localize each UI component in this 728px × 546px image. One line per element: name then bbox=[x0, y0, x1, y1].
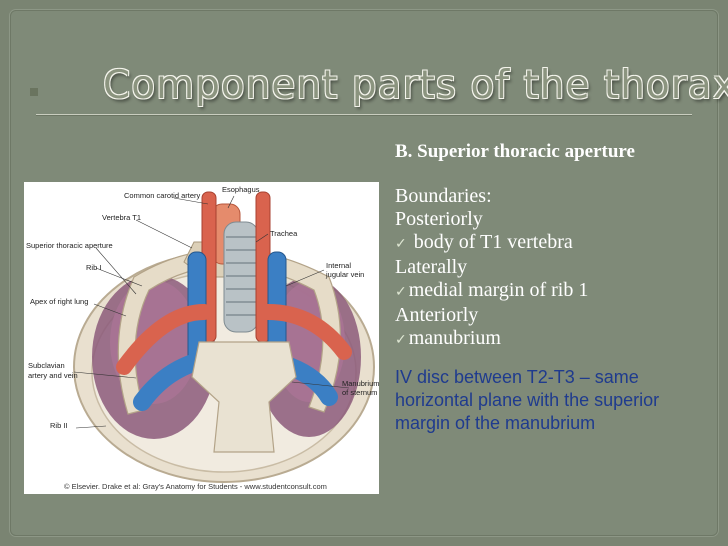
laterally-label: Laterally bbox=[395, 256, 710, 279]
boundaries-label: Boundaries: bbox=[395, 185, 710, 208]
posteriorly-label: Posteriorly bbox=[395, 208, 710, 231]
label-apex-right-lung: Apex of right lung bbox=[30, 297, 88, 306]
label-vertebra-t1: Vertebra T1 bbox=[102, 213, 141, 222]
figure-caption: © Elsevier. Drake et al: Gray's Anatomy … bbox=[64, 482, 327, 491]
line-text: Posteriorly bbox=[395, 208, 483, 230]
anteriorly-label: Anteriorly bbox=[395, 304, 710, 327]
label-rib-1: Rib I bbox=[86, 263, 101, 272]
right-subclavian-artery bbox=[116, 304, 212, 375]
line-text: medial margin of rib 1 bbox=[408, 279, 589, 301]
title-divider bbox=[36, 114, 692, 115]
anatomy-figure: Esophagus Common carotid artery Vertebra… bbox=[24, 182, 379, 494]
label-jugular-vein: jugular vein bbox=[325, 270, 364, 279]
title-bullet bbox=[30, 88, 38, 96]
bullet-t1-vertebra: ✓ body of T1 vertebra bbox=[395, 231, 710, 256]
label-rib-2: Rib II bbox=[50, 421, 68, 430]
label-esophagus: Esophagus bbox=[222, 185, 260, 194]
manubrium bbox=[191, 341, 297, 453]
label-artery-and-vein: artery and vein bbox=[28, 371, 78, 380]
check-icon: ✓ bbox=[395, 236, 407, 252]
anatomy-illustration: Esophagus Common carotid artery Vertebra… bbox=[26, 185, 379, 491]
check-icon: ✓ bbox=[395, 284, 407, 300]
label-common-carotid: Common carotid artery bbox=[124, 191, 201, 200]
line-text: Anteriorly bbox=[395, 304, 479, 326]
line-text: Laterally bbox=[395, 256, 468, 278]
bullet-rib-1: ✓medial margin of rib 1 bbox=[395, 279, 710, 304]
label-trachea: Trachea bbox=[270, 229, 298, 238]
check-icon: ✓ bbox=[395, 332, 407, 348]
slide-title: Component parts of the thorax bbox=[103, 63, 728, 108]
label-manubrium: Manubrium bbox=[342, 379, 379, 388]
line-text: Boundaries: bbox=[395, 185, 492, 207]
left-subclavian-artery bbox=[260, 304, 352, 360]
disc-level-note: IV disc between T2-T3 – same horizontal … bbox=[395, 367, 660, 433]
content-text: B. Superior thoracic aperture Boundaries… bbox=[395, 140, 710, 435]
line-text: body of T1 vertebra bbox=[408, 231, 573, 253]
label-superior-thoracic-aperture: Superior thoracic aperture bbox=[26, 241, 113, 250]
section-heading: B. Superior thoracic aperture bbox=[395, 141, 635, 162]
line-text: manubrium bbox=[408, 327, 501, 349]
right-subclavian-vein bbox=[133, 353, 205, 411]
bullet-manubrium: ✓manubrium bbox=[395, 327, 710, 352]
label-internal: Internal bbox=[326, 261, 351, 270]
label-subclavian: Subclavian bbox=[28, 361, 65, 370]
label-of-sternum: of sternum bbox=[342, 388, 377, 397]
